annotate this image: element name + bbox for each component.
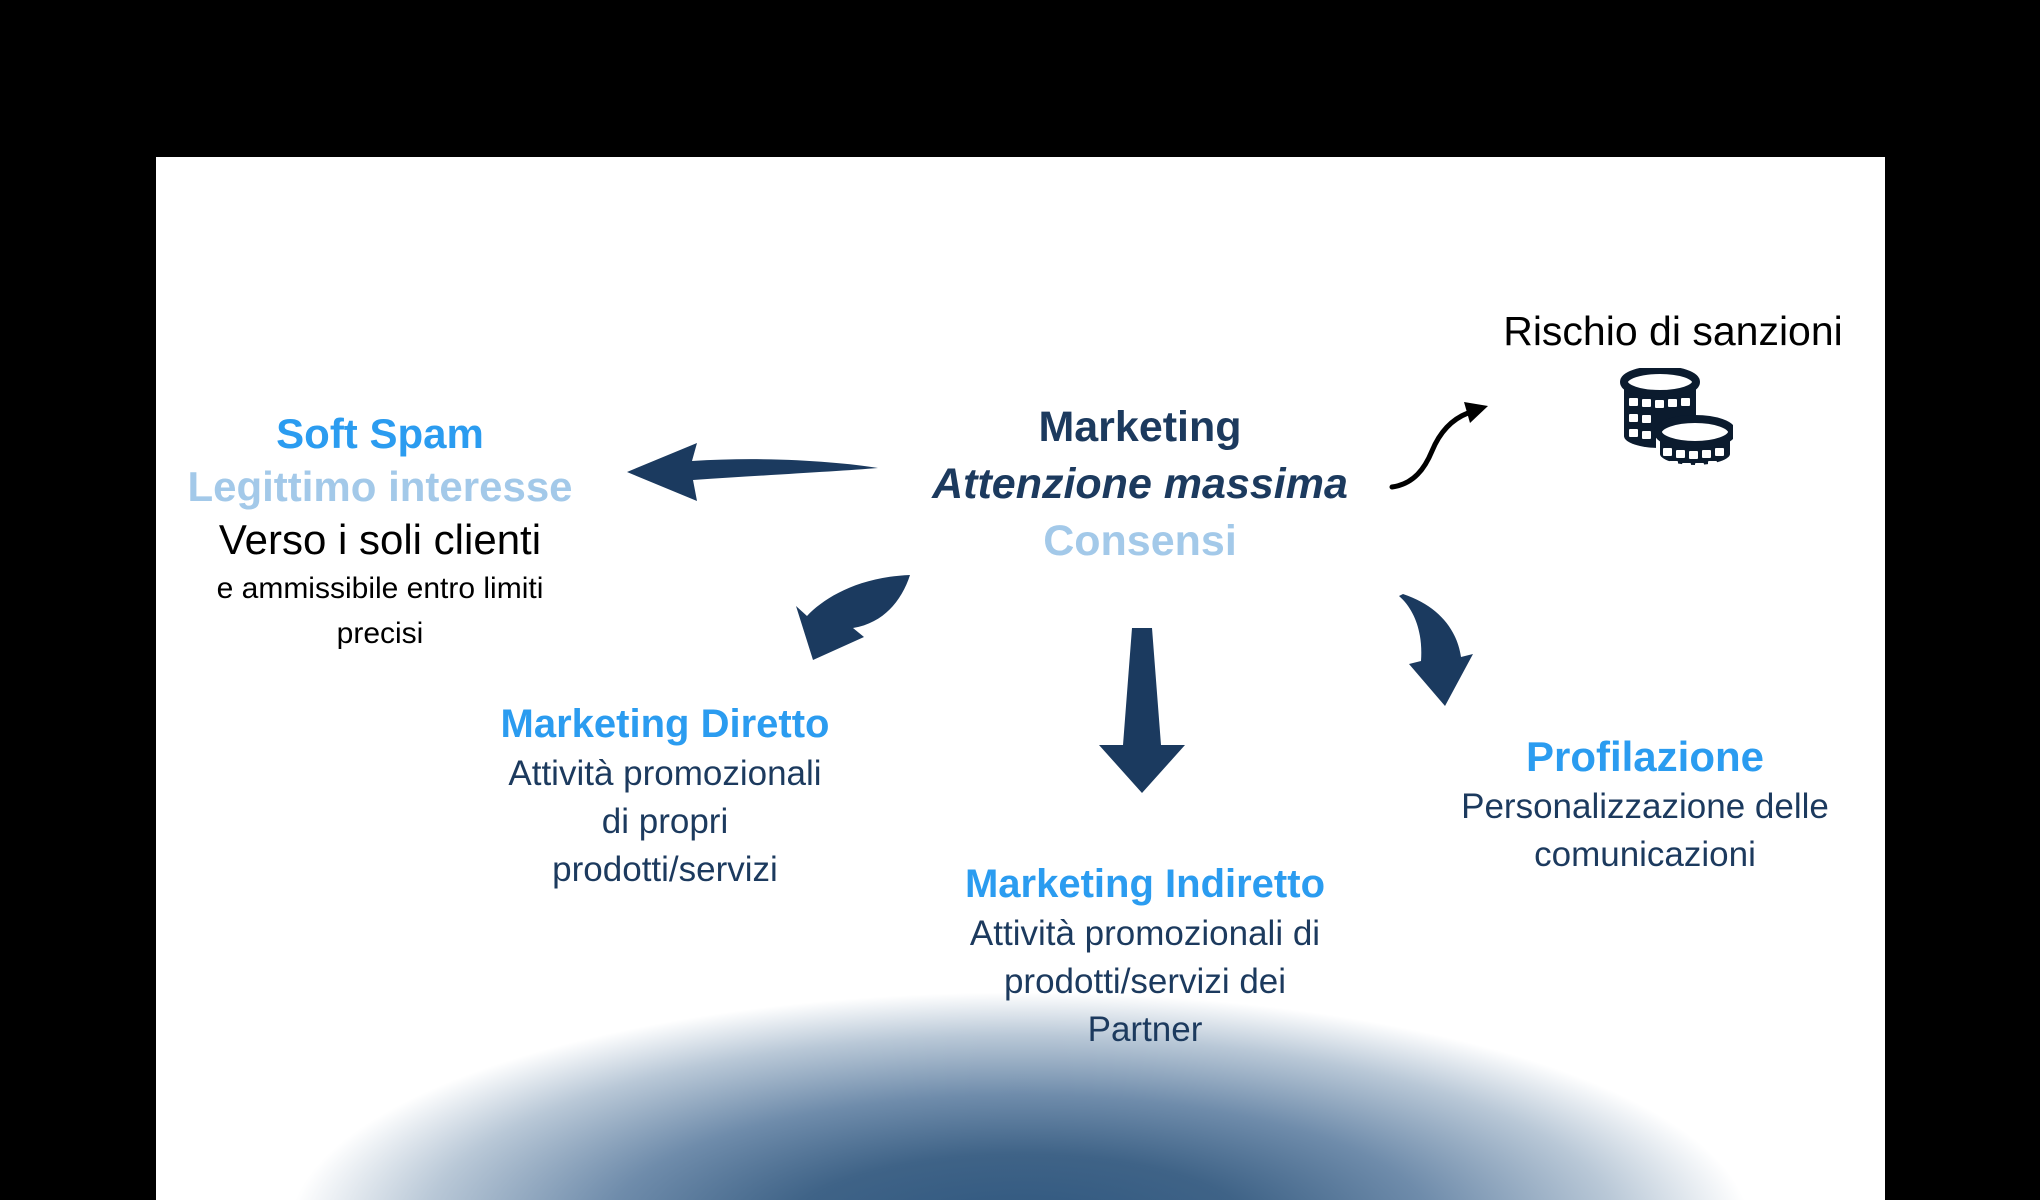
marketing-subtitle2: Consensi	[1043, 517, 1237, 565]
arrow-to-profilazione-icon	[1399, 594, 1473, 706]
marketing-subtitle: Attenzione massima	[932, 460, 1348, 508]
marketing-title: Marketing	[1038, 403, 1242, 451]
arrow-to-marketing-diretto-icon	[796, 575, 910, 660]
soft-spam-subtitle: Legittimo interesse	[187, 463, 573, 510]
marketing-diretto-line-3: prodotti/servizi	[552, 850, 778, 889]
marketing-indiretto-line-3: Partner	[1087, 1010, 1203, 1049]
arrow-layer	[627, 402, 1488, 793]
marketing-indiretto-title: Marketing Indiretto	[964, 862, 1326, 906]
soft-spam-title: Soft Spam	[276, 410, 484, 457]
marketing-indiretto-line-2: prodotti/servizi dei	[1003, 962, 1287, 1001]
arrow-to-sanzioni-head-icon	[1464, 402, 1488, 423]
node-marketing-indiretto: Marketing Indiretto Attività promozional…	[885, 858, 1405, 1054]
arrow-to-soft-spam-icon	[627, 443, 878, 501]
soft-spam-note-line-2: precisi	[336, 617, 424, 650]
sanctions-risk-label: Rischio di sanzioni	[1503, 308, 1843, 354]
profilazione-line-2: comunicazioni	[1534, 835, 1756, 874]
slide-canvas: Soft Spam Legittimo interesse Verso i so…	[156, 157, 1885, 1200]
marketing-indiretto-line-1: Attività promozionali di	[969, 914, 1321, 953]
profilazione-title: Profilazione	[1525, 733, 1765, 780]
arrow-to-marketing-indiretto-icon	[1099, 628, 1185, 793]
soft-spam-note-line-1: e ammissibile entro limiti	[216, 572, 544, 605]
node-marketing: Marketing Attenzione massima Consensi	[860, 399, 1420, 570]
marketing-diretto-title: Marketing Diretto	[500, 702, 830, 746]
node-marketing-diretto: Marketing Diretto Attività promozionali …	[425, 698, 905, 894]
node-soft-spam: Soft Spam Legittimo interesse Verso i so…	[156, 407, 610, 656]
bottom-blue-glow	[156, 890, 1885, 1200]
node-profilazione: Profilazione Personalizzazione delle com…	[1405, 731, 1885, 879]
profilazione-line-1: Personalizzazione delle	[1461, 787, 1829, 826]
marketing-diretto-line-2: di propri	[601, 802, 729, 841]
arrow-to-sanzioni-icon	[1389, 410, 1471, 490]
coins-icon	[1620, 368, 1733, 470]
soft-spam-line: Verso i soli clienti	[218, 516, 542, 563]
marketing-diretto-line-1: Attività promozionali	[508, 754, 822, 793]
